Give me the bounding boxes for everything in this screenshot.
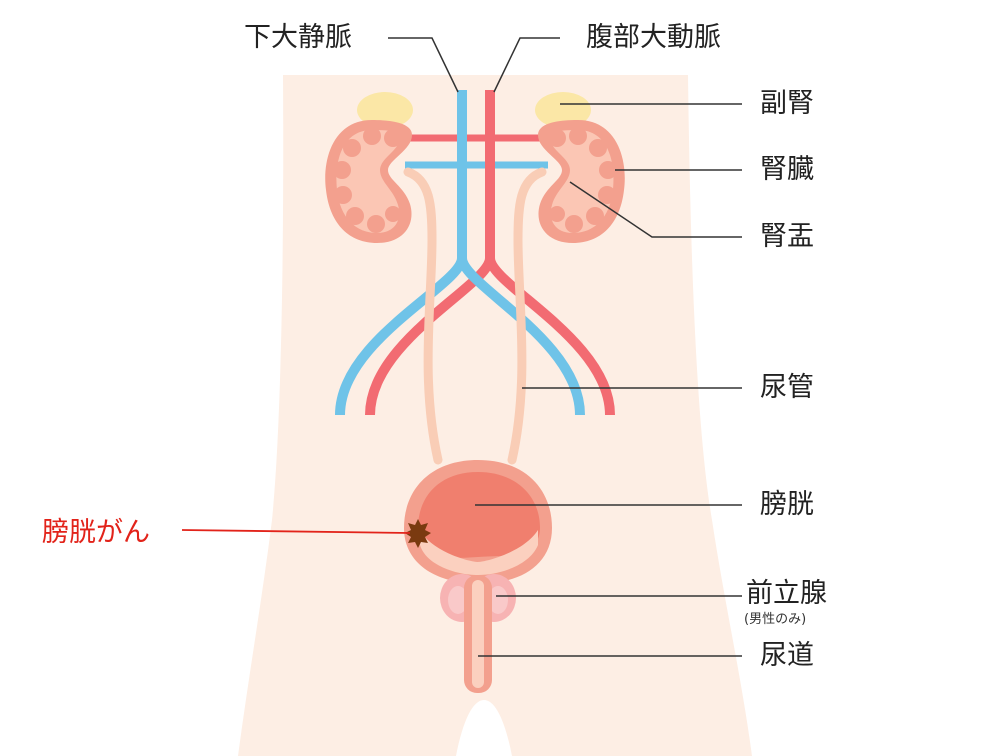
leader-bladder-cancer bbox=[181, 529, 411, 534]
leader-renal-pelvis bbox=[569, 181, 742, 238]
label-urethra: 尿道 bbox=[760, 640, 814, 671]
label-inferior-vena-cava: 下大静脈 bbox=[244, 22, 352, 53]
adrenal-gland-right bbox=[535, 92, 591, 128]
label-prostate-note: (男性のみ) bbox=[744, 612, 807, 627]
bladder bbox=[404, 460, 552, 600]
ureters bbox=[403, 167, 547, 465]
label-renal-pelvis: 腎盂 bbox=[760, 221, 814, 252]
leader-lines bbox=[388, 37, 742, 657]
label-kidney: 腎臓 bbox=[760, 154, 814, 185]
leader-ivc bbox=[388, 37, 459, 93]
adrenal-gland-left bbox=[357, 92, 413, 128]
label-bladder-cancer: 膀胱がん bbox=[42, 517, 150, 548]
label-prostate: 前立腺 bbox=[746, 578, 827, 609]
body-silhouette bbox=[238, 75, 752, 756]
label-adrenal-gland: 副腎 bbox=[760, 88, 814, 119]
bladder-cancer-tumor bbox=[405, 519, 431, 548]
label-abdominal-aorta: 腹部大動脈 bbox=[586, 22, 721, 53]
leader-aorta bbox=[493, 37, 560, 93]
kidney-left bbox=[325, 120, 412, 243]
kidney-right bbox=[538, 120, 625, 243]
urethra bbox=[464, 575, 492, 693]
label-ureter: 尿管 bbox=[760, 372, 814, 403]
label-bladder: 膀胱 bbox=[760, 489, 814, 520]
